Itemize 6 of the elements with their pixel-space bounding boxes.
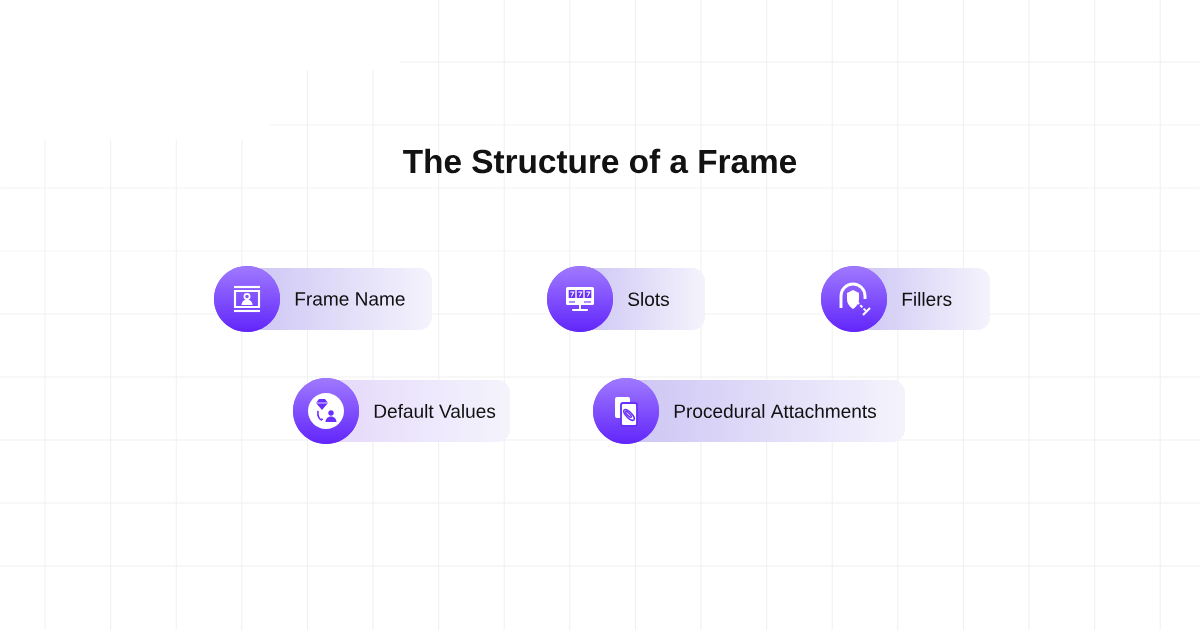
label: Default Values xyxy=(374,404,496,418)
label: Frame Name xyxy=(295,292,405,306)
label: Procedural Attachments xyxy=(674,404,876,418)
label: Slots xyxy=(628,292,669,306)
label: Fillers xyxy=(902,292,952,306)
title: The Structure of a Frame xyxy=(403,148,797,174)
